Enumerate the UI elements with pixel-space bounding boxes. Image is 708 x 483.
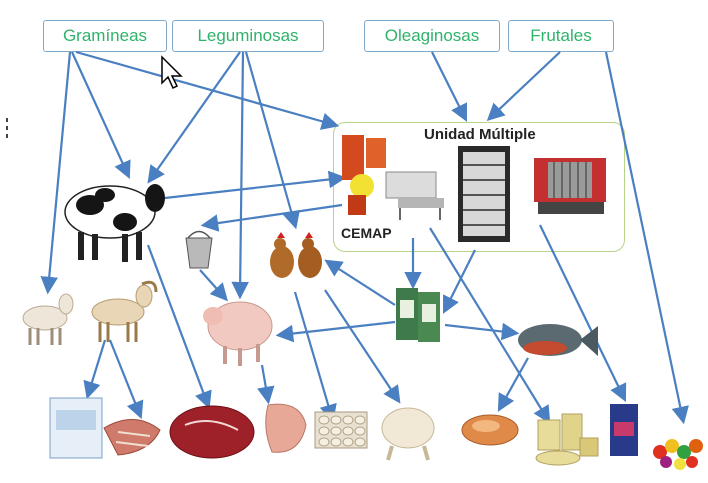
milk-bucket-illustration xyxy=(186,232,212,269)
arrow-bucket-pig xyxy=(200,270,225,298)
chicken-illustration xyxy=(382,408,434,460)
ham-illustration xyxy=(266,404,306,452)
arrow-gramineas-unit xyxy=(76,52,335,125)
arrow-frutales-fruit xyxy=(606,52,683,420)
flow-arrows xyxy=(48,52,683,420)
conveyor-machine-illustration xyxy=(386,172,444,220)
arrow-oleaginosas-unit xyxy=(432,52,465,118)
arrow-gramineas-goats xyxy=(48,52,70,290)
fish-illustration xyxy=(518,324,598,356)
side-marks xyxy=(6,118,8,138)
cheese-illustration xyxy=(536,414,598,465)
arrow-leguminosas-pig xyxy=(240,52,243,295)
juice-package-illustration xyxy=(610,404,638,456)
arrow-hens-chicken xyxy=(325,290,398,400)
fruits-illustration xyxy=(653,439,703,470)
feed-bags-illustration xyxy=(396,288,440,342)
arrow-gramineas-cow xyxy=(72,52,128,175)
arrow-feed-fish xyxy=(445,325,515,333)
arrow-feed-pig xyxy=(280,322,395,335)
arrow-unit-juice xyxy=(540,225,624,398)
arrow-cow-meat xyxy=(148,245,208,405)
arrow-feed-hens xyxy=(328,262,395,305)
arrow-hens-eggs xyxy=(295,292,332,418)
hens-illustration xyxy=(270,232,322,278)
fish-fillet-illustration xyxy=(462,415,518,445)
dryer-machine-illustration xyxy=(458,146,510,242)
arrow-pig-ham xyxy=(262,365,268,400)
arrow-cow-unit xyxy=(165,178,342,198)
goats-illustration xyxy=(23,282,156,345)
mouse-cursor-icon xyxy=(160,55,186,91)
milk-carton-illustration xyxy=(50,398,102,458)
arrow-leguminosas-hens xyxy=(246,52,295,225)
arrow-goats-ribs xyxy=(110,340,140,415)
beef-illustration xyxy=(170,406,254,458)
eggs-illustration xyxy=(315,412,367,448)
cemap-machine-illustration xyxy=(342,135,386,215)
arrow-goats-milk xyxy=(88,340,105,395)
ribs-illustration xyxy=(104,419,160,455)
arrow-unit-cheese xyxy=(430,228,548,420)
pig-illustration xyxy=(203,302,272,366)
press-machine-illustration xyxy=(534,158,606,214)
arrow-frutales-unit xyxy=(490,52,560,118)
arrow-unit-bucket xyxy=(205,205,342,225)
